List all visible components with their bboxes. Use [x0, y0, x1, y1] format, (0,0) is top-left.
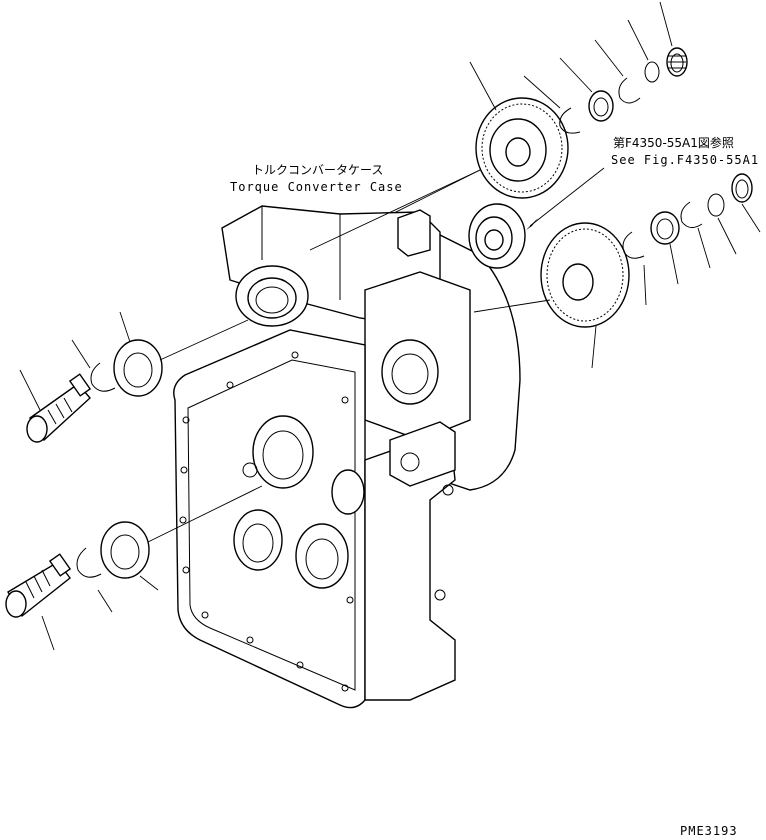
upper-snap-ring	[559, 107, 581, 134]
torque-converter-case	[173, 205, 521, 709]
lower-left-snap-ring	[76, 547, 102, 578]
right-large-gear	[540, 222, 630, 328]
upper-left-snap-ring	[90, 362, 116, 392]
right-bearing	[650, 211, 680, 245]
right-thin-ring	[707, 193, 725, 217]
reference-label-en: See Fig.F4350-55A1	[611, 153, 759, 167]
upper-left-shaft	[26, 373, 92, 443]
upper-large-gear	[475, 97, 569, 199]
torque-converter-case-label-en: Torque Converter Case	[230, 180, 403, 194]
lower-left-shaft	[5, 553, 72, 618]
upper-left-bearing	[113, 339, 163, 397]
upper-bearing-ring	[588, 90, 614, 122]
upper-needle-bearing	[666, 47, 688, 77]
torque-converter-case-label-jp: トルクコンバータケース	[252, 163, 383, 177]
middle-gear	[468, 203, 526, 269]
reference-arrow	[526, 167, 605, 230]
right-snap-ring	[622, 231, 645, 259]
drawing-code: PME3193	[680, 824, 738, 838]
lower-left-bearing	[100, 521, 150, 579]
right-needle-bearing	[731, 173, 753, 203]
alignment-lines	[147, 169, 551, 543]
upper-circlip	[618, 77, 641, 104]
upper-thin-ring	[644, 61, 660, 83]
right-circlip	[680, 201, 703, 228]
reference-label-jp: 第F4350-55A1図参照	[613, 135, 734, 150]
part-leaders	[19, 1, 761, 651]
